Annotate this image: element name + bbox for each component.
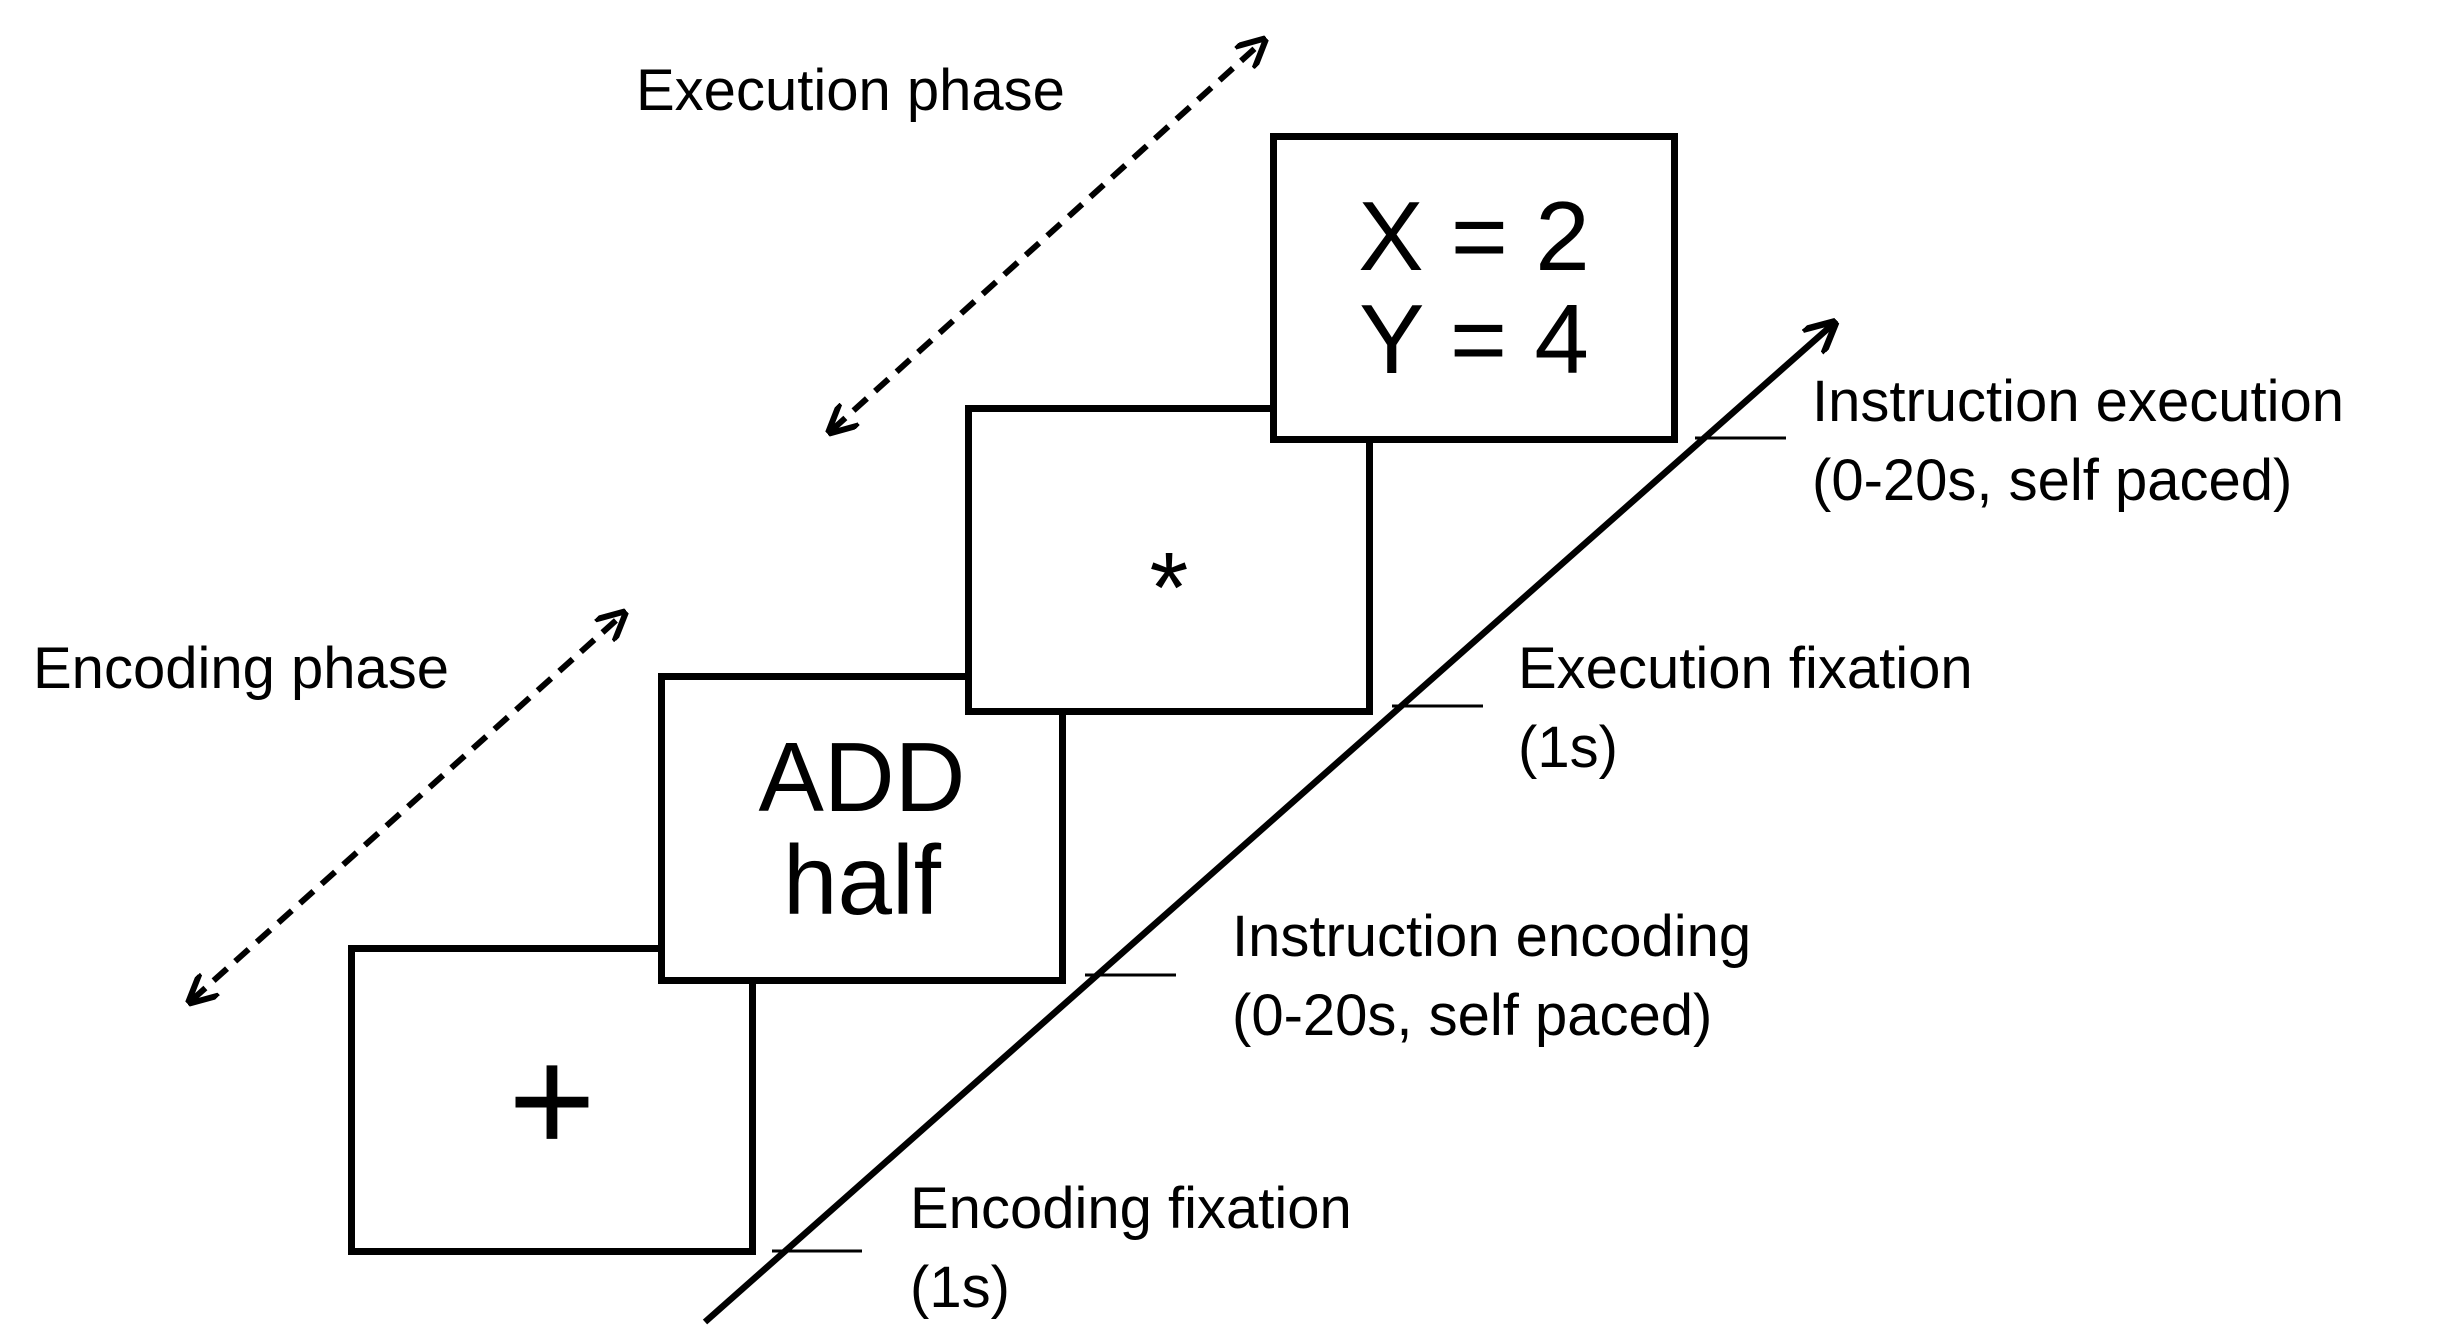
execution-phase-label: Execution phase bbox=[636, 58, 1065, 123]
fixation-cross: + bbox=[508, 1016, 596, 1184]
instruction-execution-screen: X = 2 Y = 4 bbox=[1270, 133, 1678, 443]
encoding-fixation-label: Encoding fixation (1s) bbox=[910, 1170, 1352, 1328]
step-name: Instruction execution bbox=[1812, 369, 2344, 434]
encoding-fixation-screen: + bbox=[348, 945, 756, 1255]
execution-line-1: X = 2 bbox=[1358, 181, 1590, 292]
execution-phase-arrow bbox=[832, 42, 1262, 430]
instruction-line-2: half bbox=[782, 824, 941, 935]
encoding-phase-label: Encoding phase bbox=[33, 636, 449, 701]
step-duration: (1s) bbox=[1518, 714, 1618, 780]
encoding-phase-arrow bbox=[192, 615, 622, 1000]
instruction-encoding-label: Instruction encoding (0-20s, self paced) bbox=[1232, 898, 1751, 1056]
instruction-execution-label: Instruction execution (0-20s, self paced… bbox=[1812, 363, 2344, 521]
execution-fixation-label: Execution fixation (1s) bbox=[1518, 630, 1973, 788]
step-duration: (1s) bbox=[910, 1254, 1010, 1320]
instruction-line-1: ADD bbox=[758, 721, 966, 832]
execution-line-2: Y = 4 bbox=[1359, 284, 1589, 394]
step-duration: (0-20s, self paced) bbox=[1812, 447, 2293, 513]
step-name: Encoding fixation bbox=[910, 1176, 1352, 1241]
step-name: Instruction encoding bbox=[1232, 904, 1752, 969]
step-duration: (0-20s, self paced) bbox=[1232, 982, 1713, 1048]
execution-fixation-screen: * bbox=[965, 405, 1373, 715]
instruction-encoding-screen: ADD half bbox=[658, 673, 1066, 984]
time-axis-arrow bbox=[702, 325, 1832, 1325]
fixation-star: * bbox=[1149, 531, 1189, 644]
step-name: Execution fixation bbox=[1518, 636, 1973, 701]
